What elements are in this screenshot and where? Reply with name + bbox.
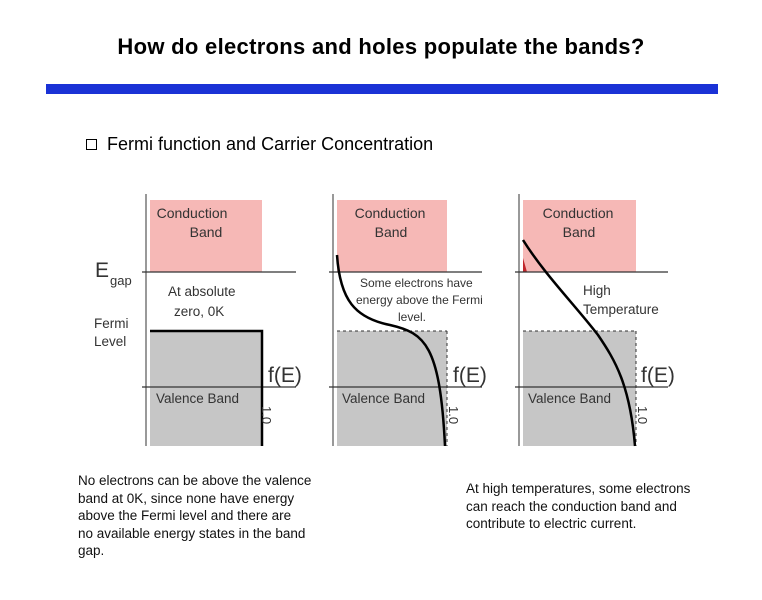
title-rule [46, 84, 718, 94]
panel-note-line: Temperature [583, 302, 659, 317]
valence-band-label: Valence Band [156, 391, 239, 406]
e-gap-label: E [95, 259, 109, 282]
conduction-band-label: Conduction [157, 205, 228, 221]
panel-note-line: level. [398, 310, 426, 324]
panel-note-line: Some electrons have [360, 276, 473, 290]
e-gap-subscript: gap [110, 273, 132, 288]
caption-line: no available energy states in the band [78, 525, 306, 541]
caption-line: above the Fermi level and there are [78, 508, 292, 523]
conduction-band-label-2: Band [563, 224, 596, 240]
valence-band-label: Valence Band [528, 391, 611, 406]
conduction-band-label-2: Band [190, 224, 223, 240]
valence-band-region [150, 331, 262, 446]
panel-absolute-zero: Conduction Band At absolute zero, 0K Val… [94, 194, 302, 446]
conduction-band-region [150, 200, 262, 272]
f-of-e-label: f(E) [268, 364, 302, 387]
excited-electrons-region [523, 258, 527, 272]
fermi-function-curve [335, 254, 447, 447]
one-point-zero-label: 1.0 [635, 406, 650, 424]
panel-note-line: zero, 0K [174, 304, 224, 319]
valence-band-region [337, 331, 447, 446]
panel-note-line: At absolute [168, 284, 236, 299]
valence-band-label: Valence Band [342, 391, 425, 406]
caption-line: can reach the conduction band and [466, 498, 677, 514]
conduction-band-region [337, 200, 447, 272]
caption-line: At high temperatures, some electrons [466, 481, 691, 496]
panel-note-line: energy above the Fermi [356, 293, 483, 307]
valence-band-region [523, 331, 636, 446]
slide-title: How do electrons and holes populate the … [117, 34, 645, 59]
caption-line: contribute to electric current. [466, 516, 637, 531]
caption-line: gap. [78, 543, 105, 558]
f-of-e-label: f(E) [641, 364, 675, 387]
panel-intermediate: Conduction Band Some electrons have ener… [329, 194, 487, 447]
conduction-band-label: Conduction [543, 205, 614, 221]
caption-left: No electrons can be above the valence ba… [78, 472, 311, 560]
bullet-item: Fermi function and Carrier Concentration [86, 134, 433, 155]
conduction-band-label-2: Band [375, 224, 408, 240]
fermi-level-label-2: Level [94, 334, 126, 349]
f-of-e-label: f(E) [453, 364, 487, 387]
checkbox-bullet-icon [86, 139, 97, 150]
conduction-band-region [523, 200, 636, 272]
conduction-band-label: Conduction [355, 205, 426, 221]
one-point-zero-label: 1.0 [259, 406, 274, 424]
caption-line: No electrons can be above the valence [78, 473, 312, 488]
panel-high-temperature: Conduction Band High Temperature Valence… [515, 194, 675, 447]
one-point-zero-label: 1.0 [446, 406, 461, 424]
caption-line: band at 0K, since none have energy [78, 490, 295, 506]
bullet-text: Fermi function and Carrier Concentration [107, 134, 434, 154]
fermi-level-label: Fermi [94, 316, 129, 331]
fermi-function-curve [150, 329, 264, 446]
panel-note-line: High [583, 283, 611, 298]
fermi-function-curve [521, 239, 637, 447]
caption-right: At high temperatures, some electrons can… [466, 480, 690, 533]
